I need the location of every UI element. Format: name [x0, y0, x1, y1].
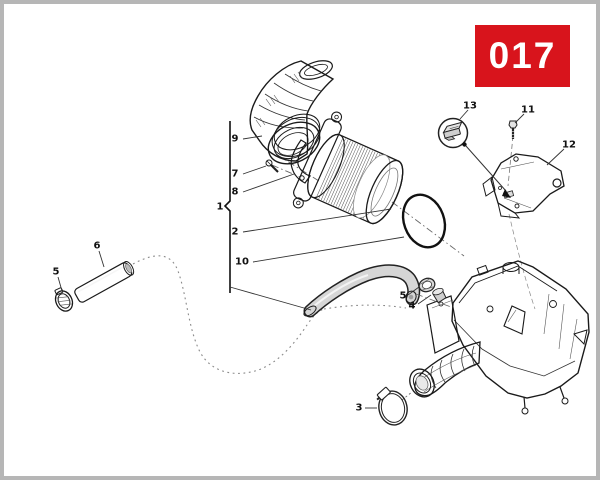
callout-label-2: 2 [232, 227, 239, 238]
mounting-bracket [482, 153, 565, 219]
callout-leader-10 [252, 236, 405, 263]
callout-label-3: 3 [356, 403, 363, 414]
grommet-axis-line [415, 293, 452, 308]
callout-label-12: 12 [562, 140, 576, 151]
callout-label-4: 4 [409, 301, 416, 312]
air-filter-housing [426, 260, 590, 415]
hose-clamp-large [376, 386, 408, 426]
callout-leader-7 [242, 165, 267, 175]
callout-leader-4 [417, 294, 432, 305]
callout-label-11: 11 [521, 105, 535, 116]
callout-leader-8 [242, 173, 295, 193]
callout-label-9: 9 [232, 134, 239, 145]
callout-leader-12 [546, 148, 565, 166]
callout-leader-5 [57, 276, 63, 292]
page-number-badge: 017 [475, 25, 570, 87]
group-bracket [223, 121, 312, 311]
o-ring-seal [401, 193, 447, 249]
bolt [508, 120, 518, 139]
air-filter-element [307, 133, 404, 225]
callout-leader-6 [98, 250, 105, 268]
hatch-shading [255, 71, 304, 128]
seal-ring [418, 277, 436, 293]
callout-leader-9 [242, 135, 263, 140]
callout-label-13: 13 [463, 101, 477, 112]
callout-label-8: 8 [232, 187, 239, 198]
callout-leader-2 [242, 208, 392, 233]
callout-label-10: 10 [235, 257, 249, 268]
callout-label-5: 5 [400, 291, 407, 302]
callout-label-6: 6 [94, 241, 101, 252]
vent-hose [303, 264, 421, 318]
detail-balloon-clip [437, 117, 511, 198]
callout-label-5: 5 [53, 267, 60, 278]
screw [265, 159, 279, 173]
intake-snorkel [409, 341, 481, 398]
breather-hose [74, 261, 135, 303]
callout-leader-11 [514, 113, 525, 124]
filter-flange [292, 111, 343, 209]
hose-clamp-small [54, 287, 74, 312]
clip-position-arrow [502, 189, 511, 198]
grommet [432, 287, 447, 304]
callout-label-1: 1 [217, 202, 224, 213]
hose-routing-dotted-curve [132, 255, 407, 374]
callout-leader-13 [459, 109, 469, 120]
callout-label-7: 7 [232, 169, 239, 180]
callout-leader-5 [407, 286, 420, 296]
